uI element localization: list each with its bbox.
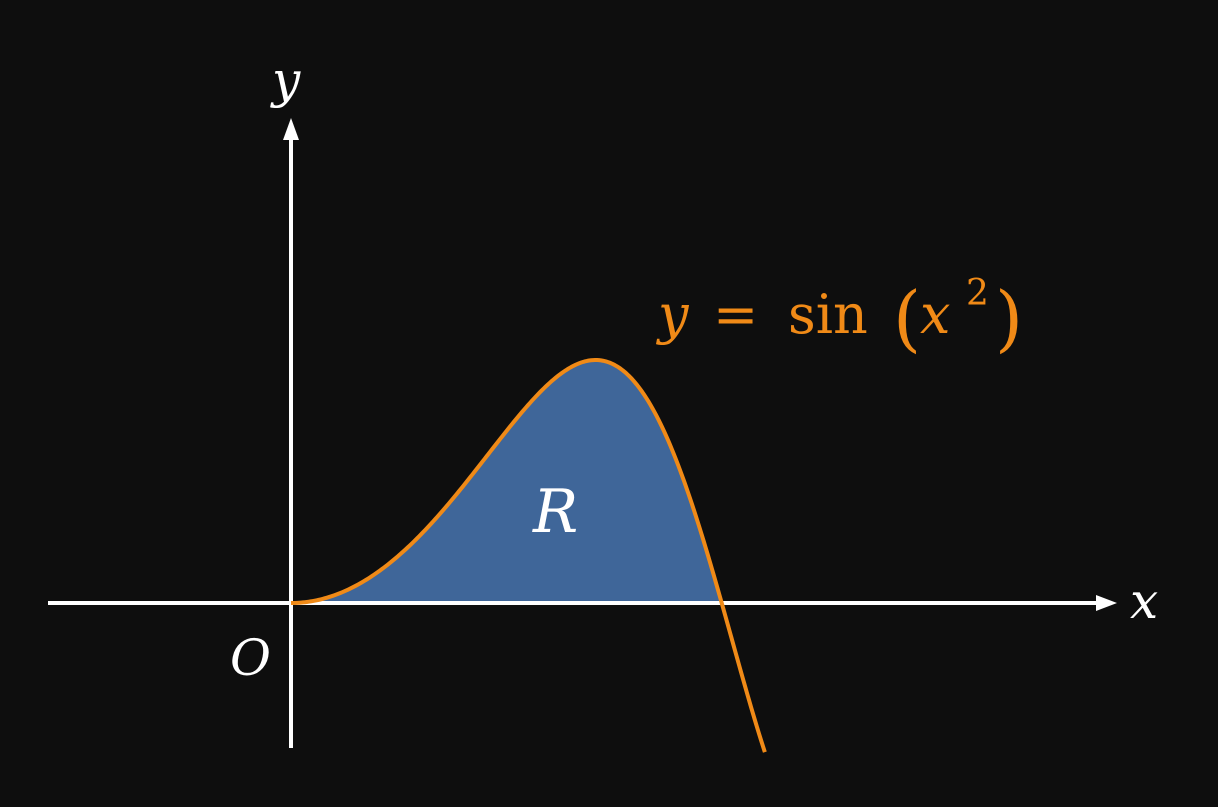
region-r-fill	[291, 360, 722, 603]
equation-var: x	[920, 283, 950, 346]
origin-label: O	[230, 629, 271, 687]
equation-open-paren: (	[893, 276, 921, 360]
equation-close-paren: )	[995, 276, 1023, 360]
region-r-label: R	[532, 477, 578, 547]
sine-x-squared-curve	[290, 358, 767, 753]
y-axis-label: y	[270, 51, 301, 109]
equation-equals: =	[713, 283, 758, 346]
x-axis-label: x	[1130, 572, 1158, 630]
curve-equation-label: y = sin ( x 2 )	[656, 273, 1023, 360]
equation-func: sin	[788, 283, 868, 346]
equation-exponent: 2	[966, 273, 989, 314]
y-axis-arrowhead	[283, 118, 299, 140]
x-axis-arrowhead	[1096, 595, 1117, 611]
equation-lhs: y	[656, 283, 690, 346]
